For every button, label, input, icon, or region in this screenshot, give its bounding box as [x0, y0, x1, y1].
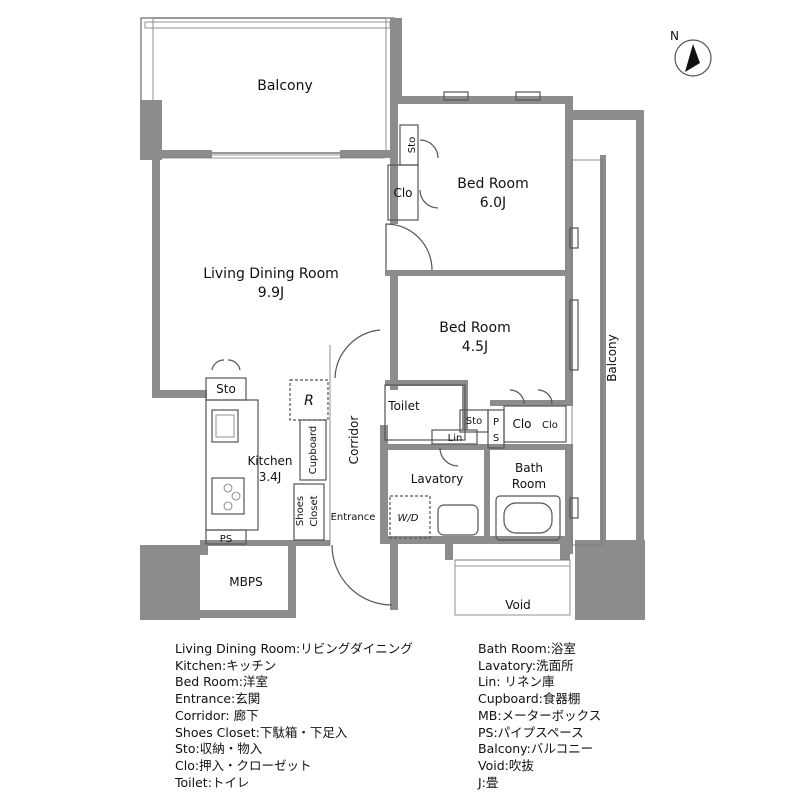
legend-item: Sto:収納・物入	[175, 741, 263, 757]
interior-lines	[162, 124, 603, 616]
washer-dryer-label: W/D	[398, 513, 419, 524]
ps-vertical-p: P	[493, 417, 499, 428]
bedroom2-size: 4.5J	[462, 339, 488, 355]
bath-label-line2: Room	[512, 477, 546, 491]
legend-item: PS:パイプスペース	[478, 724, 584, 740]
compass-north-label: N	[670, 29, 679, 43]
entrance-label: Entrance	[331, 512, 376, 523]
bedroom1-name: Bed Room	[457, 176, 528, 192]
lavatory-label: Lavatory	[411, 472, 464, 486]
doors	[211, 139, 553, 606]
mbps-label: MBPS	[229, 575, 262, 589]
sto-toilet-label: Sto	[466, 416, 482, 427]
legend-item: Lin: リネン庫	[478, 674, 555, 690]
balcony-top-label: Balcony	[257, 78, 313, 94]
legend-item: Clo:押入・クローゼット	[175, 757, 312, 773]
clo-bed1-label: Clo	[393, 186, 412, 200]
legend-item: Kitchen:キッチン	[175, 657, 277, 673]
bedroom1-size: 6.0J	[480, 195, 506, 211]
bedroom2-name: Bed Room	[439, 320, 510, 336]
cupboard-label: Cupboard	[308, 426, 319, 475]
kitchen-size: 3.4J	[259, 470, 282, 484]
legend-item: Bed Room:洋室	[175, 674, 268, 690]
void-label: Void	[505, 598, 531, 612]
legend-item: Balcony:バルコニー	[478, 741, 594, 757]
legend-item: Corridor: 廊下	[175, 707, 259, 723]
sto-top-label: Sto	[407, 137, 418, 153]
legend-item: MB:メーターボックス	[478, 707, 602, 723]
refrigerator-label: R	[304, 393, 314, 409]
living-name: Living Dining Room	[203, 266, 339, 282]
kitchen-name: Kitchen	[247, 454, 292, 468]
sto-kitchen-label: Sto	[216, 382, 236, 396]
legend-item: Shoes Closet:下駄箱・下足入	[175, 724, 348, 740]
linen-label: Lin	[448, 433, 463, 444]
legend-item: Lavatory:洗面所	[478, 657, 574, 673]
kitchen-fixtures	[211, 409, 245, 515]
legend-item: Cupboard:食器棚	[478, 691, 581, 707]
legend-item: Living Dining Room:リビングダイニング	[175, 641, 413, 656]
corridor-label: Corridor	[347, 416, 361, 465]
toilet-label: Toilet	[387, 399, 420, 413]
balcony-right-label: Balcony	[605, 334, 619, 382]
windows	[443, 91, 579, 519]
shoes-closet-line1: Shoes	[295, 496, 306, 526]
walls	[140, 18, 645, 620]
clo-bed2-small-label: Clo	[542, 420, 558, 431]
legend-item: J:畳	[478, 774, 499, 790]
living-size: 9.9J	[258, 285, 284, 301]
legend-item: Toilet:トイレ	[175, 774, 250, 790]
compass-icon: N	[670, 29, 712, 77]
ps-vertical-s: S	[493, 433, 499, 444]
bath-label-line1: Bath	[515, 461, 543, 475]
ps-kitchen-label: PS	[220, 534, 232, 545]
legend-item: Bath Room:浴室	[478, 641, 576, 656]
legend-right: Bath Room:浴室 Lavatory:洗面所 Lin: リネン庫 Cupb…	[478, 641, 601, 791]
shoes-closet-line2: Closet	[309, 495, 320, 526]
clo-bed2-label: Clo	[512, 417, 531, 431]
legend-item: Entrance:玄関	[175, 691, 261, 707]
legend-item: Void:吹抜	[478, 757, 534, 773]
legend-left: Living Dining Room:リビングダイニング Kitchen:キッチ…	[175, 641, 413, 791]
